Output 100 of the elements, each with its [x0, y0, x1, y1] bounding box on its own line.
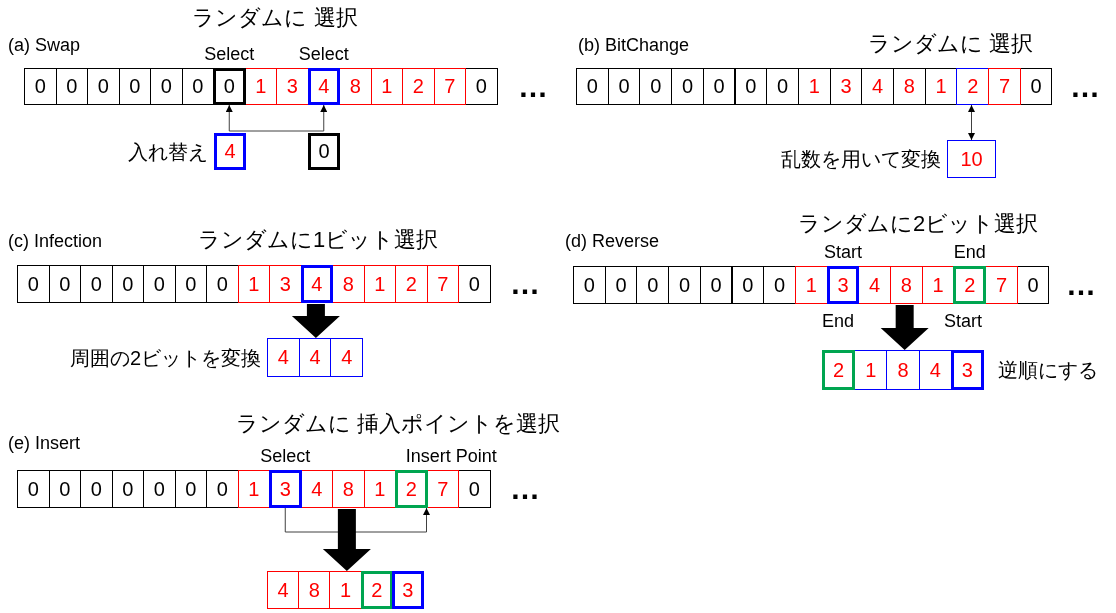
direction-label: End — [822, 312, 855, 332]
panel-title: (a) Swap — [8, 36, 81, 56]
array-cell: 0 — [607, 68, 641, 105]
array-cell: 1 — [363, 470, 396, 508]
heading-text: ランダムに1ビット選択 — [197, 228, 439, 253]
array-cell: 4 — [858, 266, 891, 304]
array-cell: 8 — [332, 265, 365, 303]
value-box: 4 — [267, 571, 300, 609]
array-cell: 1 — [370, 68, 403, 105]
value-box: 4 — [214, 133, 246, 170]
array-cell: 0 — [87, 68, 120, 105]
array-cell: 0 — [174, 470, 207, 508]
array-cell: 8 — [890, 266, 923, 304]
array-cell: 0 — [465, 68, 498, 105]
array-cell: 3 — [269, 265, 302, 303]
array-cell: 0 — [118, 68, 151, 105]
panel-title: (c) Infection — [8, 232, 103, 252]
array-cell: 0 — [636, 266, 670, 304]
array-cell: 0 — [206, 265, 239, 303]
array-cell: 0 — [206, 470, 239, 508]
selection-label: Select — [204, 45, 255, 65]
array-cell: 0 — [576, 68, 609, 105]
block-arrow — [880, 305, 929, 350]
array-cell: 0 — [734, 68, 768, 105]
heading-text: ランダムに 選択 — [192, 6, 358, 31]
array-cell: 0 — [702, 68, 736, 105]
direction-label: Start — [944, 312, 982, 332]
array-cell: 0 — [143, 470, 176, 508]
array-cell: 1 — [237, 470, 270, 508]
ellipsis: … — [1070, 70, 1100, 103]
annotation-text: 周囲の2ビットを変換 — [69, 346, 261, 369]
value-box: 4 — [267, 338, 300, 377]
value-box: 10 — [947, 140, 996, 178]
array-cell: 0 — [766, 68, 799, 105]
array-cell: 4 — [307, 68, 340, 105]
selection-label: End — [953, 243, 986, 263]
value-box: 4 — [918, 350, 952, 390]
value-box: 3 — [391, 571, 424, 609]
array-cell: 7 — [433, 68, 466, 105]
panel-title: (e) Insert — [8, 434, 81, 454]
array-cell: 0 — [111, 470, 144, 508]
array-cell: 0 — [48, 265, 81, 303]
array-cell: 0 — [17, 265, 50, 303]
array-cell: 1 — [244, 68, 277, 105]
value-box: 0 — [308, 133, 340, 170]
heading-text: ランダムに2ビット選択 — [797, 212, 1039, 237]
ellipsis: … — [510, 267, 540, 300]
ellipsis: … — [518, 70, 548, 103]
panel-title: (b) BitChange — [578, 36, 690, 56]
array-cell: 0 — [458, 470, 491, 508]
ellipsis: … — [510, 472, 540, 505]
arrow — [284, 507, 430, 533]
array-cell: 0 — [763, 266, 796, 304]
array-cell: 4 — [300, 265, 333, 303]
array-cell: 7 — [985, 266, 1018, 304]
value-box: 1 — [854, 350, 888, 390]
array-cell: 1 — [794, 266, 828, 304]
arrow — [968, 104, 975, 141]
array-cell: 8 — [339, 68, 372, 105]
array-cell: 7 — [426, 265, 459, 303]
array-cell: 0 — [24, 68, 57, 105]
array-cell: 1 — [237, 265, 270, 303]
array-cell: 0 — [573, 266, 606, 304]
array-cell: 0 — [143, 265, 176, 303]
array-cell: 0 — [17, 470, 50, 508]
array-cell: 0 — [699, 266, 733, 304]
annotation-text: 逆順にする — [998, 359, 1098, 381]
array-cell: 0 — [181, 68, 214, 105]
array-cell: 2 — [395, 470, 428, 508]
heading-text: ランダムに 挿入ポイントを選択 — [235, 412, 561, 437]
array-cell: 7 — [988, 68, 1021, 105]
value-box: 8 — [886, 350, 920, 390]
array-cell: 0 — [1019, 68, 1053, 105]
value-box: 3 — [950, 350, 984, 390]
ellipsis: … — [1066, 268, 1096, 301]
array-cell: 0 — [1016, 266, 1050, 304]
array-cell: 8 — [332, 470, 365, 508]
array-cell: 2 — [956, 68, 990, 105]
array-cell: 0 — [668, 266, 701, 304]
array-cell: 3 — [269, 470, 302, 508]
value-box: 2 — [360, 571, 393, 609]
block-arrow — [322, 509, 371, 571]
array-cell: 0 — [731, 266, 765, 304]
selection-label: Select — [260, 447, 311, 467]
selection-label: Select — [298, 45, 349, 65]
value-box: 4 — [330, 338, 364, 377]
array-cell: 2 — [402, 68, 435, 105]
arrow — [225, 104, 328, 132]
value-box: 2 — [822, 350, 856, 390]
array-cell: 3 — [829, 68, 863, 105]
array-cell: 0 — [111, 265, 144, 303]
array-cell: 7 — [426, 470, 459, 508]
array-cell: 0 — [174, 265, 207, 303]
array-cell: 0 — [458, 265, 491, 303]
array-cell: 1 — [797, 68, 831, 105]
array-cell: 1 — [924, 68, 958, 105]
array-cell: 4 — [300, 470, 333, 508]
array-cell: 0 — [48, 470, 81, 508]
array-cell: 2 — [953, 266, 987, 304]
selection-label: Insert Point — [405, 447, 497, 467]
